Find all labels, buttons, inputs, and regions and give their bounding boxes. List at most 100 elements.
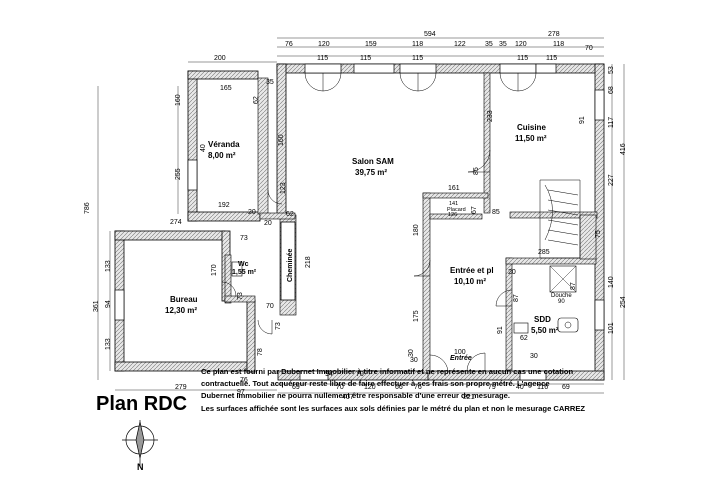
dim-right-68: 68 [608,86,615,94]
dim-bottom-76: 76 [414,384,422,391]
room-labels: Véranda 8,00 m² Salon SAM 39,75 m² Cuisi… [165,123,572,362]
disclaimer-line-3: Dubernet Immobilier ne pourra nullement … [201,391,511,401]
room-cuisine-area: 11,50 m² [515,134,547,143]
dim-right-87b: 87 [570,282,577,290]
room-cuisine-name: Cuisine [517,123,546,132]
dim-left-133b: 133 [105,338,112,350]
sink [557,317,579,333]
dim-left-20: 20 [248,209,256,216]
dimension-labels-left: 200 165 62 35 160 160 255 786 192 20 62 … [84,55,312,396]
dimension-labels-bottom: 407 221 94 120 70 66 76 69 70 30 100 79 … [292,349,570,401]
dim-right-180: 180 [413,224,420,236]
dim-bottom-100: 100 [454,349,466,356]
room-bureau-area: 12,30 m² [165,306,197,315]
room-salon-name: Salon SAM [352,157,394,166]
compass-north-label: N [137,462,144,472]
dim-top-115e: 115 [546,55,557,62]
dim-left-73b: 73 [275,322,282,330]
door-swings [221,72,537,372]
dim-left-62b: 62 [286,211,294,218]
dim-bottom-70b: 70 [356,371,364,378]
dim-right-30: 30 [408,349,415,357]
dim-right-161: 161 [448,185,460,192]
dim-left-192: 192 [218,202,230,209]
dim-left-73c: 73 [237,292,244,300]
windows [114,63,605,381]
dim-top-594: 594 [424,31,436,38]
dim-top-115a: 115 [317,55,328,62]
dim-top-278: 278 [548,31,560,38]
dim-top-70: 70 [585,45,593,52]
dim-bottom-407: 407 [342,394,354,401]
dim-right-117: 117 [608,117,615,128]
dim-top-120b: 120 [515,41,527,48]
dim-left-94: 94 [105,300,112,308]
dim-right-85: 85 [473,167,480,175]
chimney-label: Cheminée [287,248,294,282]
plan-title: Plan RDC [96,393,188,415]
dim-right-140: 140 [608,276,615,288]
dim-right-285: 285 [538,249,550,256]
dim-right-233: 233 [487,110,494,122]
dimension-labels-right: 53 68 117 416 227 75 140 254 101 91 233 … [408,66,627,357]
dim-bottom-66: 66 [395,384,403,391]
dim-left-274: 274 [170,219,182,226]
dim-right-254: 254 [620,296,627,308]
dim-bottom-79: 79 [488,384,496,391]
dim-left-70: 70 [266,303,274,310]
dim-left-786: 786 [84,202,91,214]
staircase [539,179,581,259]
interior-walls [224,72,598,374]
dim-left-160: 160 [175,94,182,106]
dim-left-218: 218 [305,256,312,268]
dim-right-20: 20 [508,269,516,276]
dim-top-115b: 115 [360,55,371,62]
dim-bottom-69: 69 [292,384,300,391]
dim-top-118b: 118 [553,41,564,48]
dim-right-126: 126 [448,212,457,218]
dim-bottom-120: 120 [364,384,376,391]
dim-right-416: 416 [620,143,627,155]
dim-top-115c: 115 [412,55,423,62]
disclaimer-line-1: Ce plan est fourni par Dubernet Immobili… [201,367,574,376]
placard-label: Placard [447,207,466,213]
dimension-labels-top: 594 278 76 120 159 118 122 35 35 120 118… [285,31,593,62]
dim-bottom-221: 221 [463,394,475,401]
dim-top-120: 120 [318,41,330,48]
room-wc-name: Wc [238,261,249,268]
room-wc-area: 1,55 m² [232,269,257,276]
dim-left-361: 361 [93,300,100,312]
dim-left-20b: 20 [264,220,272,227]
dim-left-200: 200 [214,55,226,62]
room-entree-pl-name: Entrée et pl [450,266,494,275]
dim-right-175: 175 [413,310,420,322]
dim-left-160b: 160 [278,134,285,146]
dim-left-133: 133 [105,260,112,272]
room-veranda-area: 8,00 m² [208,151,236,160]
entrance-label: Entrée [450,355,472,362]
dim-left-76: 76 [240,377,248,384]
disclaimer-line-2: contractuelle. Tout acquéreur reste libr… [201,379,550,389]
dim-left-73: 73 [240,235,248,242]
dim-right-75: 75 [595,230,602,238]
sink-drain [564,321,572,329]
room-douche-name: Douche [551,293,572,299]
dim-right-67: 67 [471,206,478,214]
wc-toilet [231,261,243,277]
dim-top-76: 76 [285,41,293,48]
room-salon-area: 39,75 m² [355,168,387,177]
dim-top-118: 118 [412,41,423,48]
room-douche-dim: 90 [558,299,565,305]
dim-top-115d: 115 [517,55,528,62]
dim-bottom-70: 70 [336,384,344,391]
dim-left-78: 78 [257,348,264,356]
dim-right-91: 91 [579,116,586,124]
room-veranda-name: Véranda [208,140,240,149]
room-entree-pl-area: 10,10 m² [454,277,486,286]
dim-left-35: 35 [266,79,274,86]
chimney-box [280,221,296,301]
dim-left-170: 170 [211,264,218,276]
dimension-lines [97,37,625,394]
